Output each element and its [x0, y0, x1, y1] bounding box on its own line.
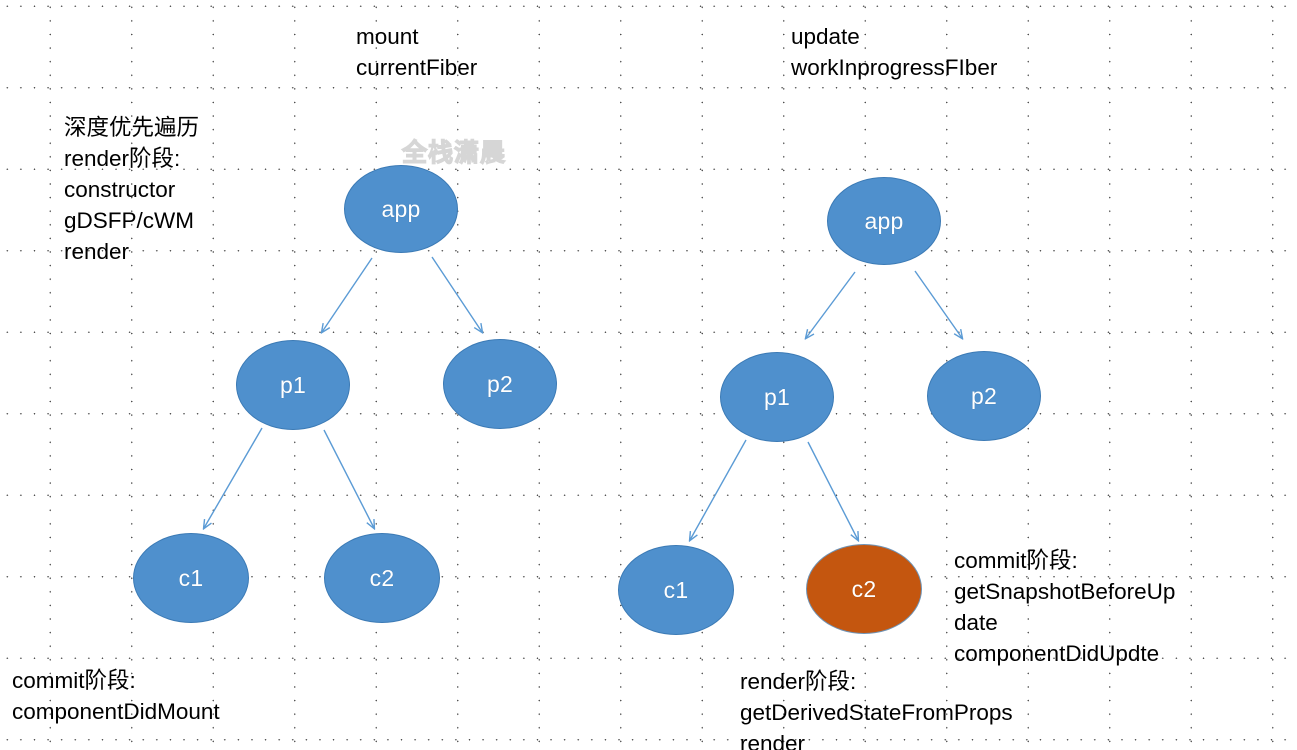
annotation-commit-phase-left-line-1: componentDidMount — [12, 699, 220, 724]
node-mount-app[interactable]: app — [344, 165, 458, 253]
edge-left-app-p1 — [322, 257, 373, 332]
node-label: p2 — [971, 382, 997, 409]
annotation-render-phase-right-line-1: getDerivedStateFromProps — [740, 700, 1013, 725]
node-label: c2 — [369, 564, 395, 591]
edge-right-p1-c1 — [690, 439, 747, 540]
node-mount-c2[interactable]: c2 — [324, 533, 440, 623]
annotation-commit-phase-right-line-2: date — [954, 610, 998, 635]
node-label: p1 — [764, 383, 790, 410]
node-update-p2[interactable]: p2 — [927, 351, 1041, 441]
edge-right-app-p1 — [806, 271, 856, 338]
watermark-text: 全栈潇晨 — [401, 137, 507, 167]
annotation-render-phase-left-line-0: 深度优先遍历 — [64, 115, 200, 140]
node-update-p1[interactable]: p1 — [720, 352, 834, 442]
node-label: app — [381, 195, 421, 222]
annotation-commit-phase-right-line-0: commit阶段: — [954, 548, 1078, 573]
edge-right-p1-c2 — [807, 441, 858, 540]
annotation-render-phase-left-line-4: render — [64, 239, 130, 264]
header-left-line2: currentFiber — [356, 55, 478, 80]
node-label: app — [864, 207, 904, 234]
node-label: c1 — [663, 576, 689, 603]
node-label: p2 — [487, 370, 513, 397]
annotation-render-phase-left-line-3: gDSFP/cWM — [64, 208, 195, 233]
node-label: p1 — [280, 371, 306, 398]
node-update-app[interactable]: app — [827, 177, 941, 265]
annotation-render-phase-left-line-1: render阶段: — [64, 146, 181, 171]
node-update-c1[interactable]: c1 — [618, 545, 734, 635]
node-mount-p1[interactable]: p1 — [236, 340, 350, 430]
node-label: c2 — [851, 575, 877, 602]
annotation-render-phase-right-line-0: render阶段: — [740, 669, 857, 694]
edge-right-app-p2 — [914, 270, 962, 338]
annotation-commit-phase-left-line-0: commit阶段: — [12, 668, 136, 693]
annotation-render-phase-left-line-2: constructor — [64, 177, 176, 202]
edge-left-p1-c2 — [323, 429, 374, 528]
node-mount-c1[interactable]: c1 — [133, 533, 249, 623]
node-mount-p2[interactable]: p2 — [443, 339, 557, 429]
node-label: c1 — [178, 564, 204, 591]
header-right-line1: update — [791, 24, 860, 49]
edge-left-p1-c1 — [204, 427, 263, 528]
header-right-line2: workInprogressFIber — [791, 55, 998, 80]
annotation-commit-phase-right-line-3: componentDidUpdte — [954, 641, 1160, 666]
node-update-c2[interactable]: c2 — [806, 544, 922, 634]
header-left-line1: mount — [356, 24, 419, 49]
annotation-render-phase-right-line-2: render — [740, 731, 806, 750]
annotation-commit-phase-right-line-1: getSnapshotBeforeUp — [954, 579, 1176, 604]
edge-left-app-p2 — [431, 256, 482, 332]
